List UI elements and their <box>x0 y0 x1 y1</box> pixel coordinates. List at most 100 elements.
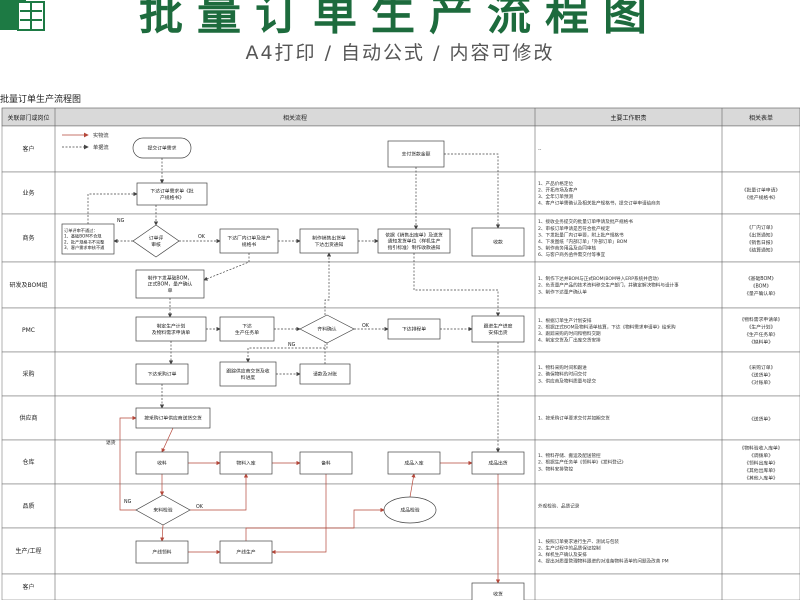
label-review-ng: NG <box>117 218 125 224</box>
edge-plan-to-follow <box>413 253 501 317</box>
row-form-text: 《基础BOM》 <box>746 275 776 282</box>
flow-node-fg-out: 成品出货 <box>471 451 525 475</box>
flow-node-supplier-ship: 按采购订单供应商送货交货 <box>135 407 211 429</box>
flow-node-label: 单 <box>168 287 173 294</box>
table-row: 业务1、产品价格定位2、开拓市场及客户3、全年订单预测4、客户订单需确认及相关批… <box>1 171 800 215</box>
flow-node-material-in: 物料入库 <box>219 451 273 475</box>
row-duty-text: 3、全年订单预测 <box>538 193 573 200</box>
row-duty-text: 1、根据订单生产计划安排 <box>538 317 592 324</box>
row-dept-label: 采购 <box>22 370 34 378</box>
flow-node-label: 支付货款金额 <box>402 151 431 158</box>
row-duty-text: 4、下发图纸「内部订单」「外部订单」BOM <box>538 238 627 245</box>
row-duty-text: 1、物料存储、搬运及配送管控 <box>538 452 601 459</box>
row-duty-text: 外观检验、品质记录 <box>538 503 580 510</box>
flow-node-label: 下达厂内订单及批产 <box>227 235 270 242</box>
edge-reject-back <box>87 191 138 224</box>
flow-node-label: 成品入库 <box>404 460 423 467</box>
row-form-text: 《物料验收入库单》 <box>739 444 782 451</box>
flow-node-label: 齐料确认 <box>317 326 336 333</box>
row-dept-label: 客户 <box>22 583 34 591</box>
edge-qc-ok <box>190 473 249 511</box>
row-duty-text: 6、与客户商务函件需交付等事宜 <box>538 251 606 258</box>
label-check-ng: NG <box>288 342 296 348</box>
flow-node-label: 安排出货 <box>488 329 507 336</box>
edge-check-ng <box>245 343 328 363</box>
row-duty-text: 2、开拓市场及客户 <box>538 186 578 193</box>
row-dept-label: 供应商 <box>19 414 37 422</box>
flow-node-prod-pick: 产线领料 <box>135 540 189 564</box>
row-duty-text: 2、确保物料的时间交付 <box>538 371 587 378</box>
row-dept-label: 商务 <box>22 234 34 242</box>
row-form-text: 《物料需求申请单》 <box>739 316 782 323</box>
edge-fgqc-to-in <box>409 473 416 498</box>
flow-node-label: 备料 <box>321 460 331 467</box>
row-duty-text: 2、根据生产任务单《领料单》《发料登记》 <box>538 459 626 466</box>
flow-node-label: 成品检验 <box>400 507 419 514</box>
row-form-text: 《厂内订单》 <box>747 224 776 231</box>
row-form-text: 《调拨单》 <box>749 452 773 459</box>
label-qc-ng: NG <box>124 499 132 505</box>
flow-node-fg-qc: 成品检验 <box>383 496 437 524</box>
flow-node-label: 制作下发基础BOM， <box>148 274 193 281</box>
table-row: 客户 <box>1 573 800 600</box>
flow-node-label: 下达订单需求单《批 <box>150 188 193 195</box>
label-qc-ok: OK <box>196 504 204 510</box>
edge-factory-to-bom <box>203 253 250 281</box>
label-check-ok: OK <box>362 323 370 329</box>
row-dept-label: 品质 <box>22 502 34 510</box>
flow-node-label: 生产任务单 <box>235 329 259 336</box>
row-dept-label: 研发及BOM组 <box>10 281 48 289</box>
flow-node-label: 跟踪供应商交货及收 <box>226 368 269 375</box>
flow-node-label: 正式BOM，量产确认 <box>148 281 193 288</box>
flow-node-label: 产线生产 <box>236 549 255 556</box>
flow-node-label: 下达采购订单 <box>148 371 177 378</box>
flow-node-label: 提交订单需求 <box>148 145 177 152</box>
flow-node-issue-order: 下达排程单 <box>387 318 441 340</box>
row-duty-text: 2、审核订单申请是否符合批产规定 <box>538 225 610 232</box>
row-duty-text: 2、负责量产产品的技术资料移交生产部门，并确定解决物料与设计事 <box>538 282 679 289</box>
edge-qc-return <box>119 415 137 511</box>
row-duty-text: 1、接收业务提交的批量订单申请及批产规格书 <box>538 218 633 225</box>
row-duty-text: 1、产品价格定位 <box>538 180 573 187</box>
flow-node-submit-demand: 提交订单需求 <box>132 137 192 159</box>
banner: 批量订单生产流程图 A4打印 / 自动公式 / 内容可修改 <box>0 0 800 85</box>
label-return: 退货 <box>106 439 116 446</box>
row-form-text: 《销售日报》 <box>747 239 776 246</box>
row-form-text: 《结算通知》 <box>747 247 776 254</box>
row-form-text: 《批产规格书》 <box>744 194 778 201</box>
table-header-cell: 关联部门或岗位 <box>7 114 49 122</box>
row-dept-label: 业务 <box>22 189 34 197</box>
flow-node-label: 下达出货通知 <box>315 241 344 248</box>
table-header <box>1 107 800 127</box>
excel-logo-icon <box>0 0 45 31</box>
table-header-cell: 主要工作职责 <box>610 114 646 122</box>
flow-node-label: 制定生产计划 <box>157 323 186 330</box>
row-dept-label: PMC <box>22 327 35 334</box>
row-form-text: 《批量订单申请》 <box>742 187 780 194</box>
row-duty-text: 3、跟踪采购的时间和物料交期 <box>538 330 601 337</box>
flow-node-incoming-qc: 来料检验 <box>135 494 191 526</box>
edge-prod-to-qc <box>245 507 385 541</box>
flow-node-material-check: 齐料确认 <box>299 314 355 344</box>
flow-node-label: 审核 <box>151 241 161 248</box>
flow-node-payment-confirm: 支付货款金额 <box>387 140 445 168</box>
flow-node-label: 1、基础BOM不合规 <box>64 233 102 240</box>
edge-supplier-to-receive <box>161 427 174 453</box>
flow-node-label: 收款 <box>493 239 503 246</box>
row-duty-text: 4、提出对质量管理物料跟进的对准备物料清单的问题及改善 PM <box>538 558 669 565</box>
flow-node-label: 请款及对账 <box>313 371 337 378</box>
row-dept-label: 生产/工程 <box>15 547 41 555</box>
row-duty-text: 1、物料采购时间和跟进 <box>538 364 587 371</box>
table-row: 采购1、物料采购时间和跟进2、确保物料的时间交付3、供应商及物料质量与提交《采购… <box>1 351 800 397</box>
row-duty-text: 2、生产过程中的品质保证控制 <box>538 544 601 551</box>
row-duty-text: 3、制作下达量产确认单 <box>538 288 587 295</box>
row-duty-text: 5、制作商务用品及合同审核 <box>538 245 596 252</box>
flow-node-receive: 收料 <box>135 451 189 475</box>
flow-node-customer-receive: 收货 <box>471 582 525 600</box>
